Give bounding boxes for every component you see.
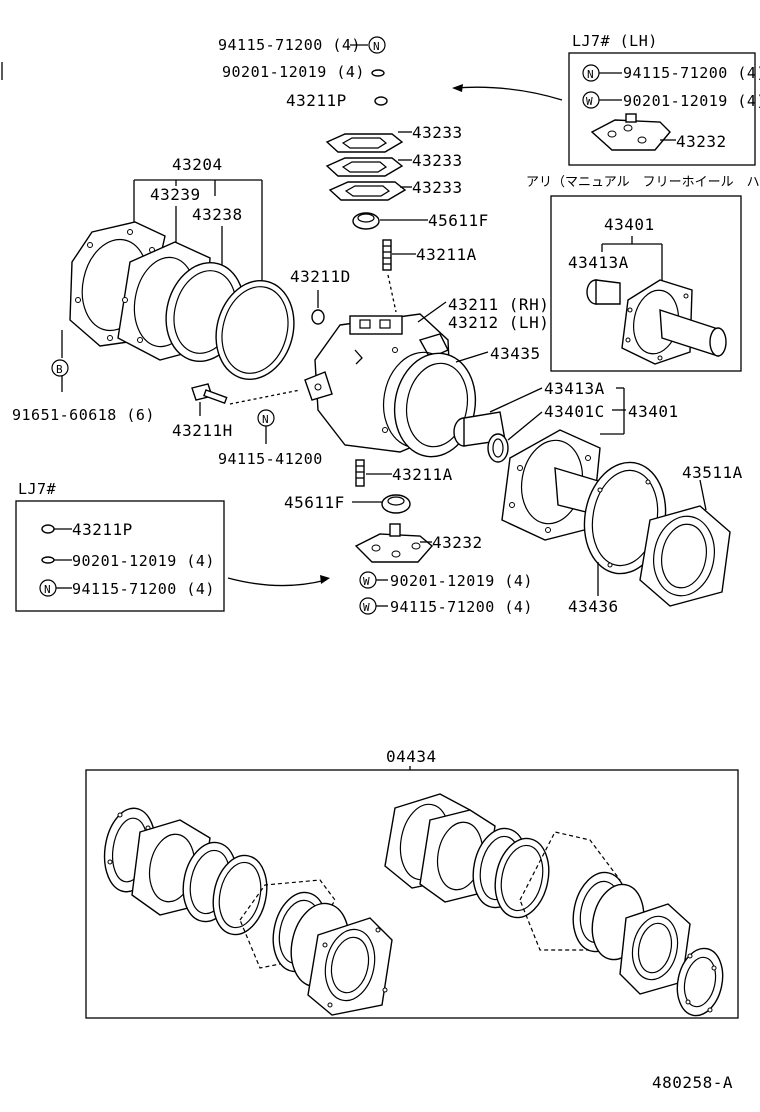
box-lj7-part-1: 43211P <box>72 520 133 539</box>
gasket-43233-a <box>325 133 404 153</box>
box-lh-part-2: 90201-12019 (4) <box>623 92 760 110</box>
label-94115-71200-top: 94115-71200 (4) <box>218 36 361 54</box>
symbol-b-icon <box>51 359 69 377</box>
bolt-43211h <box>191 383 228 405</box>
label-45611f-bot: 45611F <box>284 493 345 512</box>
label-04434: 04434 <box>386 747 437 766</box>
box-lh-part-1: 94115-71200 (4) <box>623 64 760 82</box>
box-lj7 <box>15 500 225 612</box>
label-43233-b: 43233 <box>412 151 463 170</box>
label-91651-60618: 91651-60618 (6) <box>12 406 155 424</box>
symbol-b-text: B <box>56 363 63 376</box>
hub-bushing <box>586 279 621 305</box>
label-43211a-bot: 43211A <box>392 465 453 484</box>
kit-parts-left <box>103 807 393 1016</box>
label-43232-bot: 43232 <box>432 533 483 552</box>
seal-43511a <box>639 505 731 607</box>
box-lj7-part-2: 90201-12019 (4) <box>72 552 215 570</box>
symbol-n-text: N <box>373 40 380 53</box>
label-90201-12019-top: 90201-12019 (4) <box>222 63 365 81</box>
label-43211d: 43211D <box>290 267 351 286</box>
symbol-n-text: N <box>262 413 269 426</box>
label-90201-12019-bot: 90201-12019 (4) <box>390 572 533 590</box>
bearing-small <box>487 433 509 463</box>
symbol-n-text: N <box>587 68 594 81</box>
box-lh-title: LJ7# (LH) <box>572 32 658 50</box>
diagram-code: 480258-A <box>652 1073 733 1092</box>
label-43413a: 43413A <box>544 379 605 398</box>
hub-43401 <box>621 279 727 365</box>
symbol-w-text: W <box>363 575 370 588</box>
label-43511a: 43511A <box>682 463 743 482</box>
label-43239: 43239 <box>150 185 201 204</box>
box-hub <box>550 195 742 372</box>
plug-43211d <box>311 309 325 325</box>
label-43435: 43435 <box>490 344 541 363</box>
label-45611f-top: 45611F <box>428 211 489 230</box>
kit-parts-right <box>384 793 724 1017</box>
box-hub-part-2: 43413A <box>568 253 629 272</box>
label-43233-a: 43233 <box>412 123 463 142</box>
symbol-w-text: W <box>363 601 370 614</box>
symbol-w-text: W <box>586 95 593 108</box>
label-43211p-top: 43211P <box>286 91 347 110</box>
seal-45611f-top <box>352 212 380 230</box>
gasket-43233-b <box>325 157 404 177</box>
ring-43238-b <box>215 280 295 380</box>
label-43238: 43238 <box>192 205 243 224</box>
arrow-lj7-box <box>227 577 327 587</box>
arrow-lh-box <box>454 86 563 101</box>
label-43211a-top: 43211A <box>416 245 477 264</box>
symbol-n-text: N <box>44 583 51 596</box>
label-43233-c: 43233 <box>412 178 463 197</box>
box-lh-part-3: 43232 <box>676 132 727 151</box>
label-43211-rh: 43211 (RH) <box>448 295 549 314</box>
label-43401-main: 43401 <box>628 402 679 421</box>
washer-icon <box>41 556 55 564</box>
gasket-43233-c <box>328 181 407 201</box>
box-hub-part-1: 43401 <box>604 215 655 234</box>
symbol-n-icon <box>368 36 386 54</box>
label-94115-71200-bot: 94115-71200 (4) <box>390 598 533 616</box>
stud-43211a-bot <box>355 459 365 487</box>
box-hub-title: アリ（マニュアル フリーホイール ハブ） <box>526 174 760 190</box>
nut-icon <box>374 96 388 106</box>
label-43436: 43436 <box>568 597 619 616</box>
label-94115-41200: 94115-41200 <box>218 450 323 468</box>
washer-icon <box>371 69 385 77</box>
label-43204: 43204 <box>172 155 223 174</box>
box-lj7-title: LJ7# <box>18 480 56 498</box>
stud-43211a-top <box>382 239 392 271</box>
kit-04434-box <box>85 769 739 1019</box>
box-lh <box>568 52 756 166</box>
nut-icon <box>41 524 55 534</box>
label-43211h: 43211H <box>172 421 233 440</box>
flange-43232-lh <box>590 113 671 151</box>
label-43212-lh: 43212 (LH) <box>448 313 549 332</box>
box-lj7-part-3: 94115-71200 (4) <box>72 580 215 598</box>
flange-43232-bot <box>354 523 433 563</box>
seal-45611f-bot <box>381 494 411 514</box>
label-43401c: 43401C <box>544 402 605 421</box>
